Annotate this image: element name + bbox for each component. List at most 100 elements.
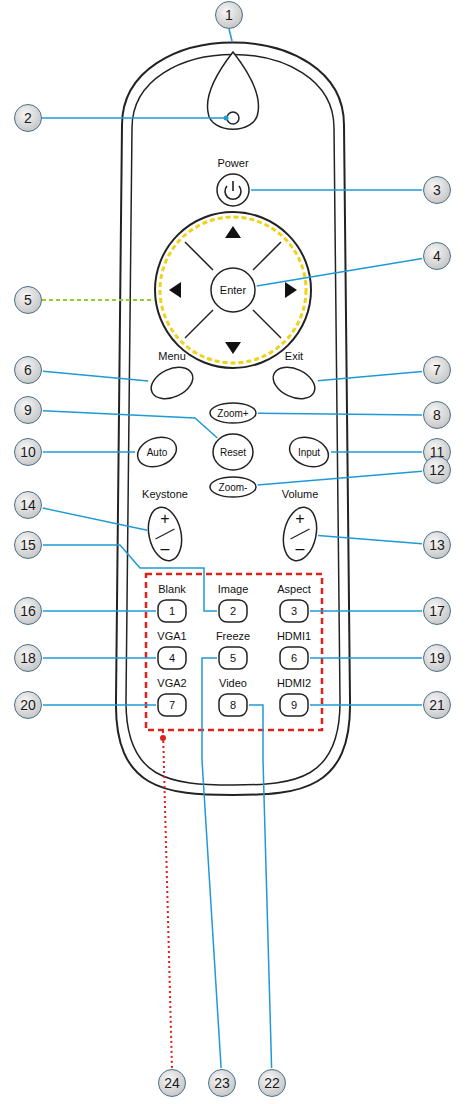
key-outline [158, 694, 186, 716]
key-outline [285, 432, 332, 472]
callout-number: 14 [14, 491, 42, 519]
callout-text: 19 [429, 651, 445, 665]
button-text: 6 [291, 652, 297, 664]
leader-line [43, 371, 148, 381]
remote-button: Enter [210, 267, 256, 313]
key-outline [213, 434, 253, 470]
callout-text: 8 [433, 408, 441, 422]
callout-number: 21 [423, 691, 451, 719]
button-shape [149, 368, 195, 398]
callout-text: 3 [433, 183, 441, 197]
key-outline [219, 600, 247, 622]
button-label: HDMI2 [277, 677, 311, 690]
button-label: Power [217, 157, 248, 170]
button-text: 9 [291, 699, 297, 711]
button-text: Reset [220, 447, 246, 458]
button-sign: + [148, 511, 182, 527]
key-outline [210, 477, 256, 497]
callout-number: 5 [14, 286, 42, 314]
remote-button: Menu [149, 368, 195, 398]
key-outline [211, 268, 255, 312]
callout-number: 16 [14, 597, 42, 625]
button-label: Blank [158, 583, 186, 596]
dpad-arrows [169, 226, 297, 354]
callout-number: 4 [423, 242, 451, 270]
leader-line [318, 535, 422, 543]
button-text: 5 [230, 652, 236, 664]
callout-text: 12 [429, 463, 445, 477]
remote-button: Power [216, 173, 250, 207]
button-shape [216, 173, 250, 207]
remote-button: Video8 [218, 693, 248, 717]
button-text: Input [298, 447, 320, 458]
power-symbol [225, 181, 241, 199]
leader-line [258, 471, 423, 485]
leader-dot [224, 116, 229, 121]
leader-line [249, 705, 272, 1068]
button-label: Image [218, 583, 249, 596]
callout-number: 17 [423, 597, 451, 625]
leader-line [43, 657, 156, 659]
key-outline [146, 361, 198, 405]
leader-line [310, 610, 422, 612]
remote-button: Input [288, 437, 330, 467]
leader-line [43, 704, 156, 706]
key-outline [158, 647, 186, 669]
button-label: Keystone [142, 488, 188, 501]
button-text: 8 [230, 699, 236, 711]
leader-dot [160, 735, 166, 741]
leader-line-number-keys [163, 731, 172, 1069]
button-label: VGA2 [157, 677, 186, 690]
callout-text: 24 [164, 1076, 180, 1090]
button-label: Aspect [277, 583, 311, 596]
callout-number: 24 [158, 1069, 186, 1097]
callout-number: 9 [14, 396, 42, 424]
callout-number: 13 [423, 531, 451, 559]
remote-button: Image2 [218, 599, 248, 623]
remote-button: VGA27 [157, 693, 187, 717]
callout-text: 1 [225, 8, 233, 22]
leader-line [43, 508, 148, 530]
key-outline [280, 694, 308, 716]
key-outline [217, 174, 249, 206]
dpad-dividers [185, 242, 281, 338]
leader-line [257, 259, 423, 287]
callout-number: 22 [258, 1069, 286, 1097]
leader-line [43, 411, 217, 438]
remote-button: HDMI16 [279, 646, 309, 670]
button-sign: – [148, 541, 182, 557]
button-text: 2 [230, 605, 236, 617]
key-divider [290, 529, 309, 539]
key-outline [280, 647, 308, 669]
remote-button: Freeze5 [218, 646, 248, 670]
button-text: 7 [169, 699, 175, 711]
key-outline [219, 647, 247, 669]
callout-text: 20 [20, 698, 36, 712]
leader-line [258, 413, 422, 415]
remote-body [116, 43, 350, 796]
callout-number: 18 [14, 644, 42, 672]
key-outline [268, 361, 320, 405]
callout-text: 4 [433, 249, 441, 263]
leader-line [310, 704, 422, 706]
button-label: Volume [282, 488, 319, 501]
callout-text: 16 [20, 604, 36, 618]
remote-button: Zoom- [209, 476, 257, 498]
button-text: Enter [220, 285, 246, 296]
remote-button: Reset [212, 433, 254, 471]
button-sign: + [283, 511, 317, 527]
button-text: Zoom- [219, 482, 248, 493]
callout-number: 8 [423, 401, 451, 429]
leader-line [251, 189, 422, 191]
dpad-highlight [160, 217, 306, 363]
ir-led [227, 112, 239, 124]
remote-button: Keystone+– [148, 506, 182, 562]
callout-number: 12 [423, 456, 451, 484]
key-outline [279, 504, 322, 563]
callout-text: 5 [24, 293, 32, 307]
callout-text: 18 [20, 651, 36, 665]
button-label: Freeze [216, 630, 250, 643]
leader-line [331, 451, 422, 453]
callout-text: 9 [24, 403, 32, 417]
remote-button: Aspect3 [279, 599, 309, 623]
